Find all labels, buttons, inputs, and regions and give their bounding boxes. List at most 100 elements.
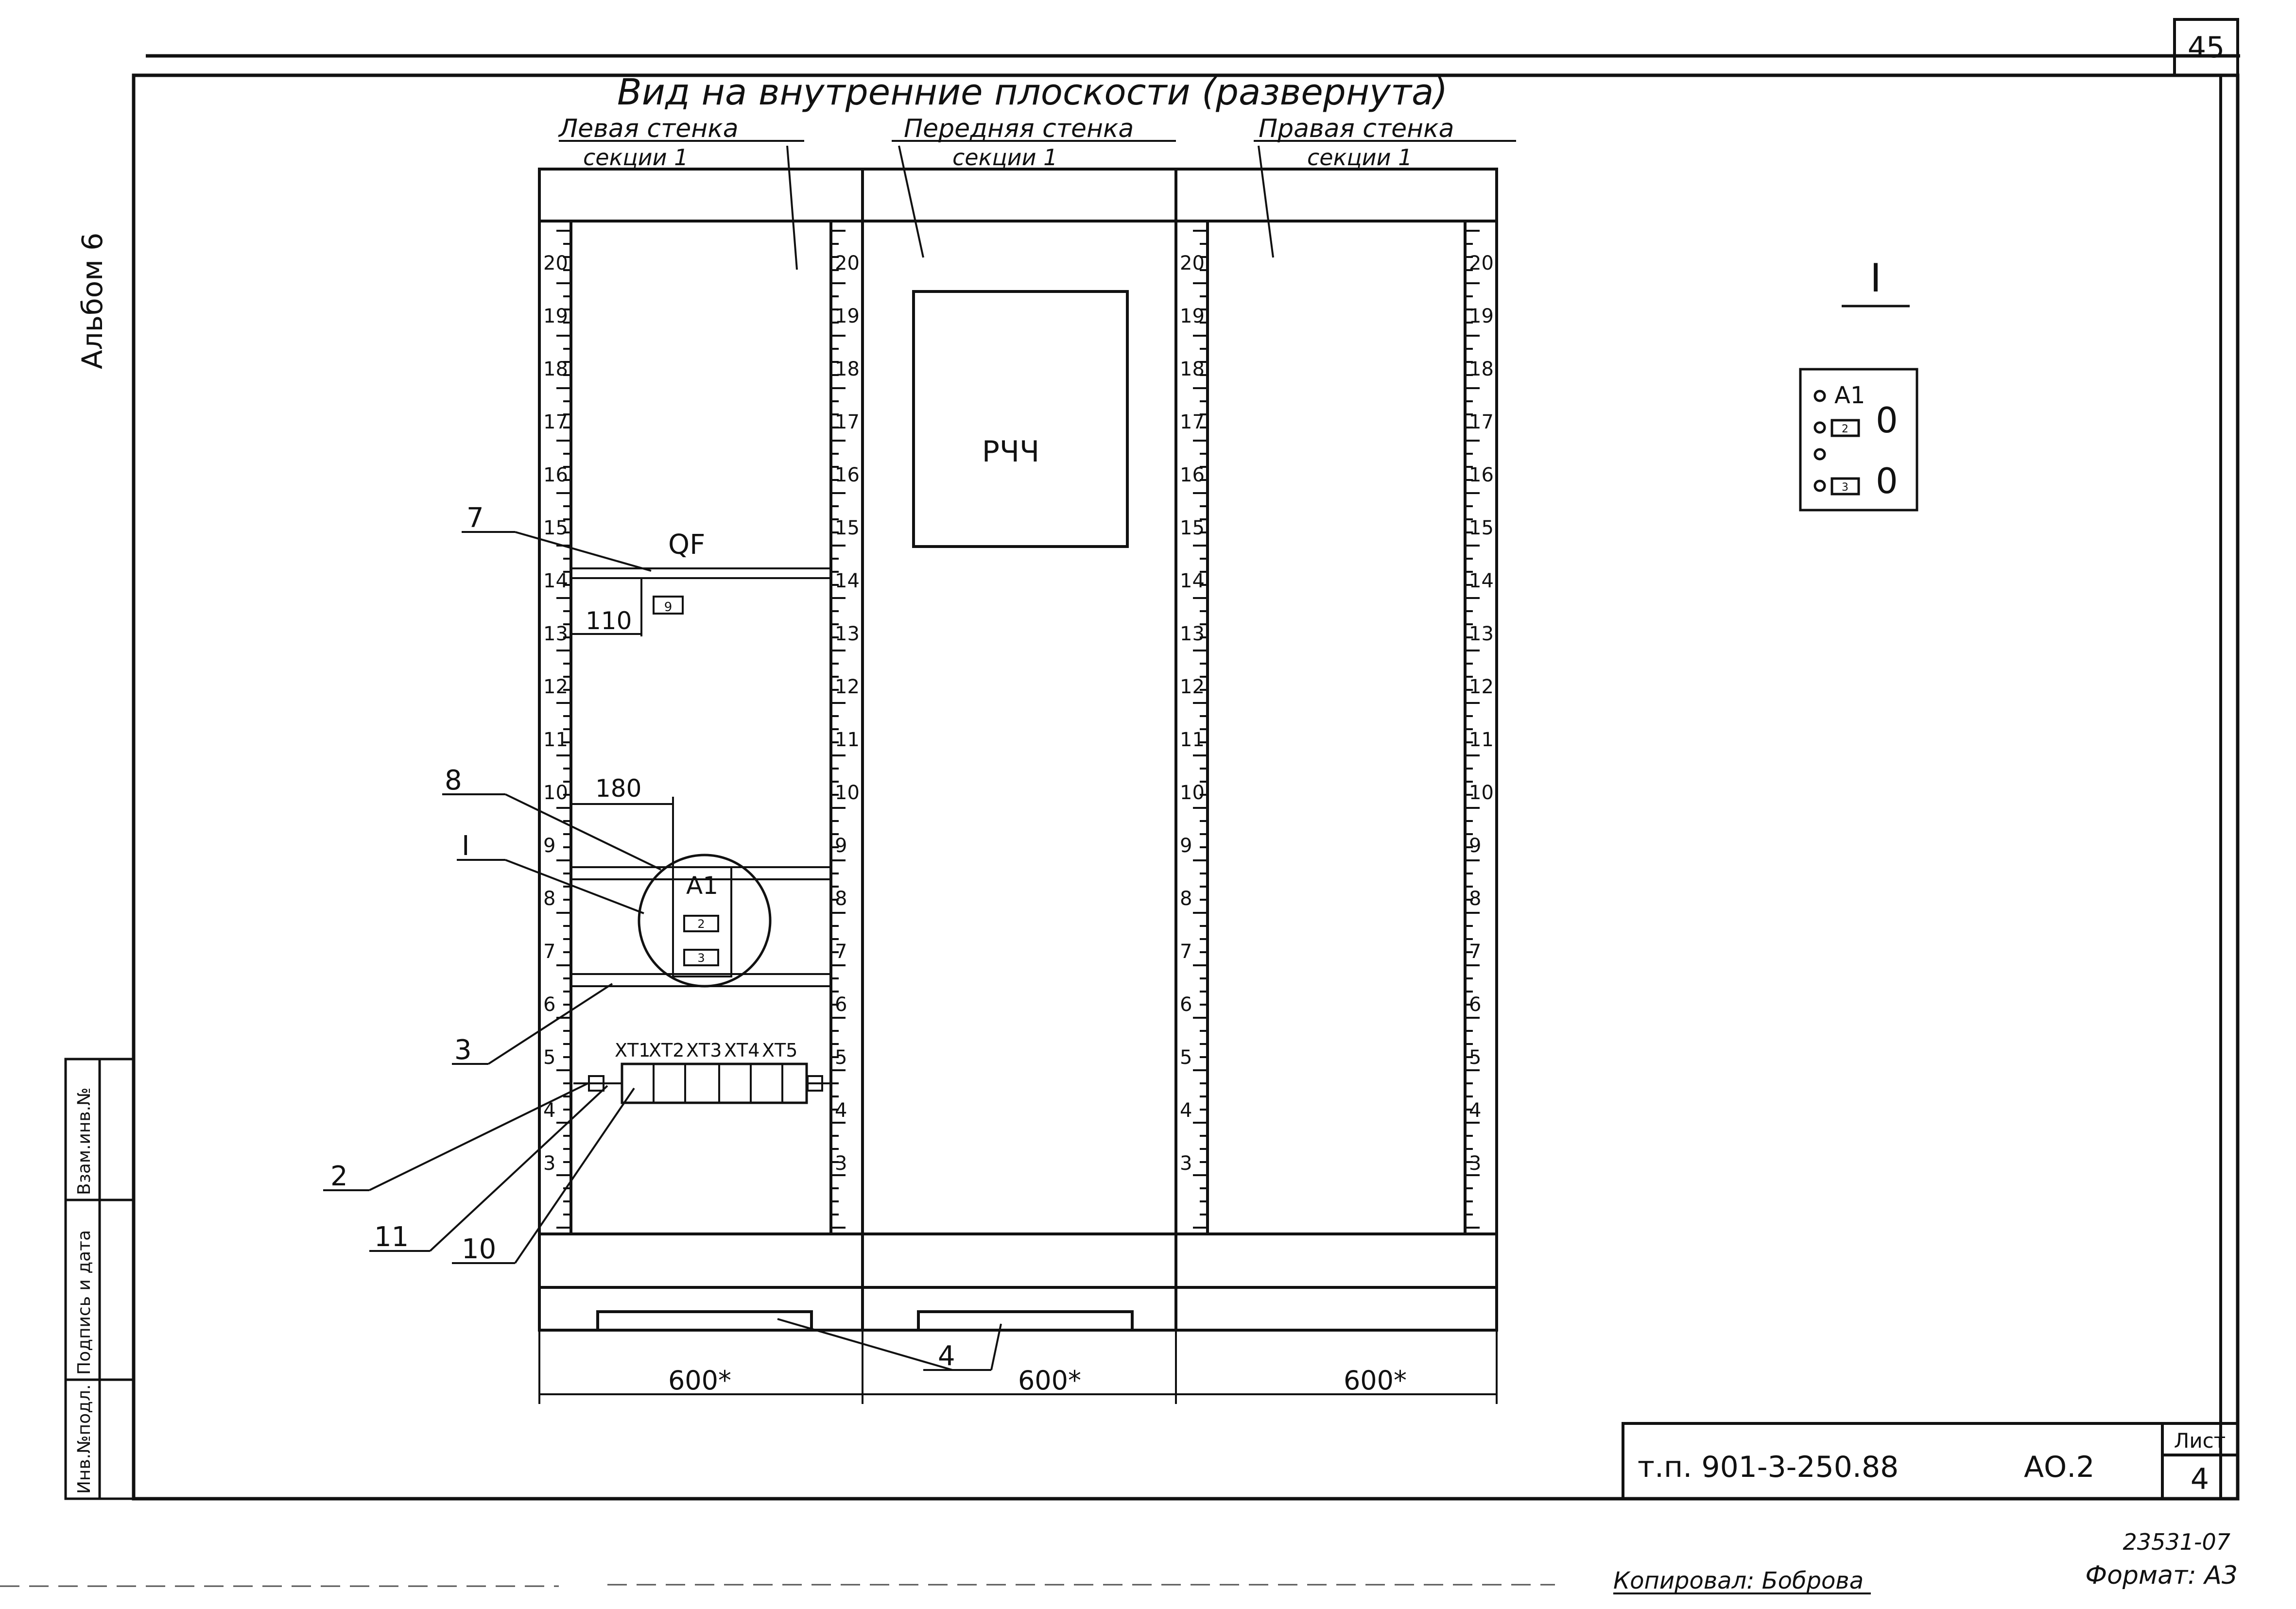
rail-tick-label: 20	[1469, 252, 1494, 274]
rail-tick-label: 18	[1469, 358, 1494, 380]
rail-tick-label: 7	[543, 941, 555, 963]
rail-tick-label: 6	[1180, 993, 1192, 1016]
front-panel-header-1: Передняя стенка	[904, 114, 1134, 143]
callout-I: I	[462, 830, 470, 862]
sheet-frame	[132, 18, 2240, 1501]
rail-left-outer	[538, 220, 572, 1235]
rail-tick-label: 8	[835, 888, 847, 910]
title-block-code: т.п. 901-3-250.88	[1638, 1450, 1899, 1484]
rail-tick-label: 20	[835, 252, 860, 274]
stamp-podpis-data: Подпись и дата	[74, 1230, 94, 1375]
rail-tick-label: 14	[543, 570, 568, 592]
callout-10: 10	[462, 1233, 496, 1265]
rail-tick-label: 8	[1180, 888, 1192, 910]
rail-tick-label: 7	[835, 941, 847, 963]
right-panel-header-1: Правая стенка	[1259, 114, 1454, 143]
rail-tick-label: 10	[1180, 782, 1205, 804]
header-leaders	[786, 145, 1274, 270]
title-block-sheet-label: Лист	[2174, 1429, 2226, 1453]
footer-format: Формат: А3	[2085, 1561, 2238, 1590]
rail-tick-label: 17	[835, 411, 860, 433]
view-title: Вид на внутренние плоскости (развернута)	[617, 71, 1448, 113]
rail-tick-label: 14	[835, 570, 860, 592]
detail-cell-1: 2	[1842, 423, 1848, 435]
rail-tick-label: 12	[1180, 676, 1205, 698]
stamp-inv-podl: Инв.№подл.	[74, 1385, 94, 1494]
callout-4: 4	[938, 1340, 955, 1372]
rail-tick-label: 16	[543, 464, 568, 486]
rail-tick-label: 4	[1469, 1099, 1481, 1122]
rail-left-inner	[829, 220, 864, 1235]
rail-tick-label: 5	[1180, 1046, 1192, 1069]
rail-tick-label: 5	[835, 1046, 847, 1069]
rail-tick-label: 5	[543, 1046, 555, 1069]
rail-tick-label: 13	[543, 623, 568, 645]
rail-tick-label: 7	[1180, 941, 1192, 963]
rail-tick-label: 20	[1180, 252, 1205, 274]
width-dimension-line	[538, 1330, 1498, 1404]
detail-zero-1: 0	[1876, 400, 1898, 441]
terminal-xt5: ХТ5	[762, 1040, 797, 1061]
rail-tick-label: 6	[543, 993, 555, 1016]
rail-tick-label: 9	[543, 835, 555, 857]
callout-2: 2	[330, 1161, 348, 1192]
rail-tick-label: 6	[835, 993, 847, 1016]
stamp-vzam-inv: Взам.инв.№	[74, 1087, 94, 1195]
callout-7: 7	[466, 502, 484, 534]
rail-tick-label: 3	[1469, 1152, 1481, 1175]
width-left: 600*	[668, 1365, 731, 1396]
scale-rails: 2019181716151413121110987654320191817161…	[538, 220, 1498, 1235]
rail-tick-label: 10	[1469, 782, 1494, 804]
rail-tick-label: 12	[835, 676, 860, 698]
album-label: Альбом 6	[76, 233, 109, 369]
rail-tick-label: 19	[1469, 305, 1494, 327]
scan-artifacts	[0, 1584, 1555, 1587]
qf-label: QF	[668, 529, 705, 561]
width-right: 600*	[1344, 1365, 1407, 1396]
rail-tick-label: 10	[835, 782, 860, 804]
rail-tick-label: 14	[1180, 570, 1205, 592]
rail-tick-label: 16	[835, 464, 860, 486]
detail-title: I	[1870, 256, 1882, 301]
rail-tick-label: 6	[1469, 993, 1481, 1016]
terminal-xt2: ХТ2	[649, 1040, 684, 1061]
footer-doc-number: 23531-07	[2123, 1529, 2230, 1555]
a1-label: А1	[686, 872, 718, 900]
terminal-xt1: ХТ1	[615, 1040, 650, 1061]
terminal-xt3: ХТ3	[686, 1040, 722, 1061]
rail-tick-label: 5	[1469, 1046, 1481, 1069]
rail-tick-label: 12	[1469, 676, 1494, 698]
a1-cell-2: 3	[697, 951, 705, 965]
dim-180: 180	[595, 774, 641, 803]
rail-tick-label: 17	[1180, 411, 1205, 433]
rail-tick-label: 9	[835, 835, 847, 857]
rail-tick-label: 18	[835, 358, 860, 380]
callout-leaders	[323, 531, 1002, 1371]
rail-tick-label: 11	[543, 729, 568, 751]
front-panel-header-2: секции 1	[952, 144, 1057, 171]
detail-box	[1799, 368, 1918, 512]
rail-tick-label: 8	[1469, 888, 1481, 910]
rail-tick-label: 15	[835, 517, 860, 539]
rail-front-right	[1174, 220, 1209, 1235]
rail-right-inner	[1464, 220, 1498, 1235]
device-box	[912, 290, 1129, 548]
title-block	[1622, 1422, 2239, 1500]
left-wall-internals	[571, 567, 831, 1104]
callout-3: 3	[454, 1034, 472, 1066]
rail-tick-label: 18	[543, 358, 568, 380]
left-panel-header-1: Левая стенка	[558, 114, 739, 143]
a1-cell-1: 2	[697, 917, 705, 931]
detail-cell-2: 3	[1842, 481, 1848, 494]
rail-tick-label: 20	[543, 252, 568, 274]
sheet-number-top: 45	[2188, 31, 2225, 65]
device-box-label: РЧЧ	[982, 435, 1039, 469]
terminal-xt4: ХТ4	[724, 1040, 760, 1061]
rail-tick-label: 18	[1180, 358, 1205, 380]
rail-tick-label: 17	[543, 411, 568, 433]
rail-tick-label: 16	[1180, 464, 1205, 486]
footer-copied-by: Копировал: Боброва	[1613, 1567, 1864, 1594]
rail-tick-label: 17	[1469, 411, 1494, 433]
rail-tick-label: 7	[1469, 941, 1481, 963]
